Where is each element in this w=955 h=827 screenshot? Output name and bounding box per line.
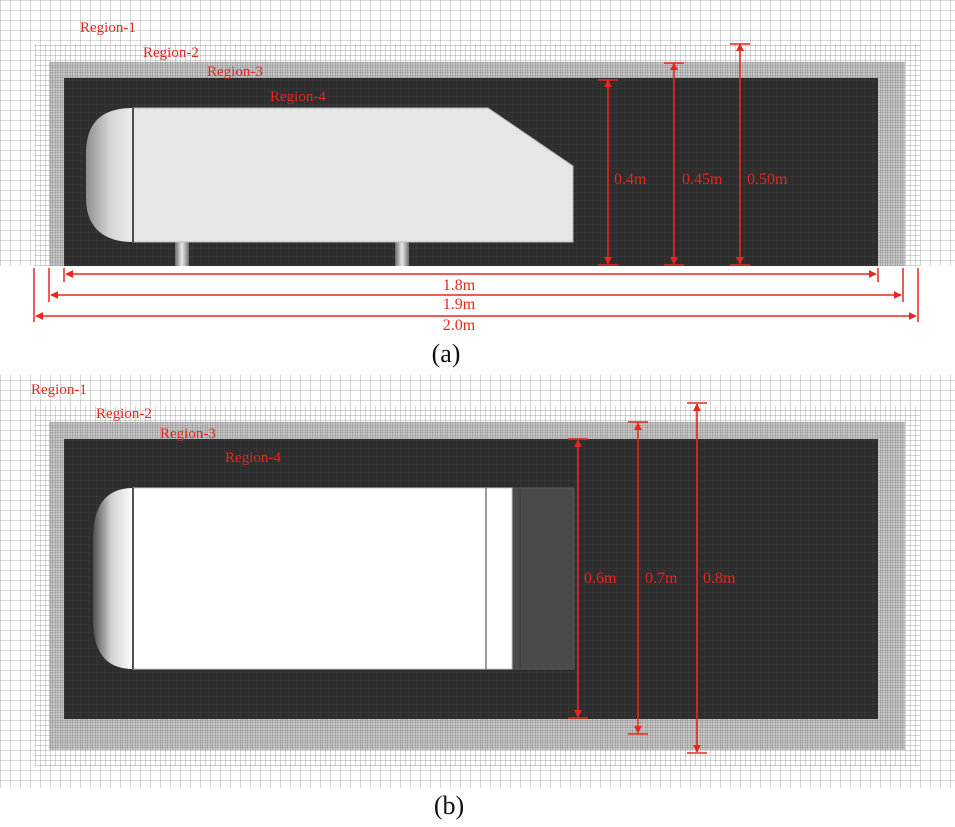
width-dim-2: 0.7m	[628, 421, 678, 735]
panel-b-caption: (b)	[434, 791, 464, 820]
panel-b: Region-1 Region-2 Region-3 Region-4 0.6m…	[0, 375, 955, 820]
length-dim-2: 1.9m	[48, 268, 904, 313]
rear-wheel	[395, 241, 409, 266]
panel-a-caption: (a)	[432, 339, 461, 368]
vehicle-nose	[86, 108, 133, 242]
region-1-label: Region-1	[80, 20, 136, 36]
panel-a: Region-1 Region-2 Region-3 Region-4 0.4m…	[0, 0, 955, 368]
region-1-label-b: Region-1	[31, 382, 87, 398]
length-dim-1-label: 1.8m	[443, 277, 476, 294]
width-dim-3-label: 0.8m	[703, 570, 736, 587]
region-4-label-b: Region-4	[225, 450, 281, 466]
length-dim-3: 2.0m	[33, 268, 919, 334]
vehicle-body	[132, 107, 574, 243]
front-wheel	[175, 241, 189, 266]
vehicle-side-view	[86, 107, 574, 266]
height-dim-2: 0.45m	[664, 62, 723, 266]
width-dim-1: 0.6m	[568, 438, 617, 719]
length-dim-1: 1.8m	[63, 268, 879, 294]
vehicle-tail-section	[511, 487, 575, 670]
region-2-label-b: Region-2	[96, 406, 152, 422]
height-dim-2-label: 0.45m	[682, 171, 723, 188]
length-dim-3-label: 2.0m	[443, 317, 476, 334]
width-dim-1-label: 0.6m	[584, 570, 617, 587]
height-dim-3: 0.50m	[730, 43, 788, 266]
vehicle-top-view	[93, 487, 575, 670]
height-dim-3-label: 0.50m	[747, 171, 788, 188]
width-dim-2-label: 0.7m	[645, 570, 678, 587]
region-3-label-b: Region-3	[160, 426, 216, 442]
vehicle-nose-top	[93, 488, 133, 669]
region-3-label: Region-3	[207, 64, 263, 80]
height-dim-1-label: 0.4m	[614, 171, 647, 188]
height-dim-1: 0.4m	[598, 79, 647, 266]
vehicle-body-top	[132, 487, 513, 670]
width-dim-3: 0.8m	[687, 402, 736, 754]
region-2-label: Region-2	[143, 45, 199, 61]
region-4-label: Region-4	[270, 89, 326, 105]
length-dim-2-label: 1.9m	[443, 296, 476, 313]
